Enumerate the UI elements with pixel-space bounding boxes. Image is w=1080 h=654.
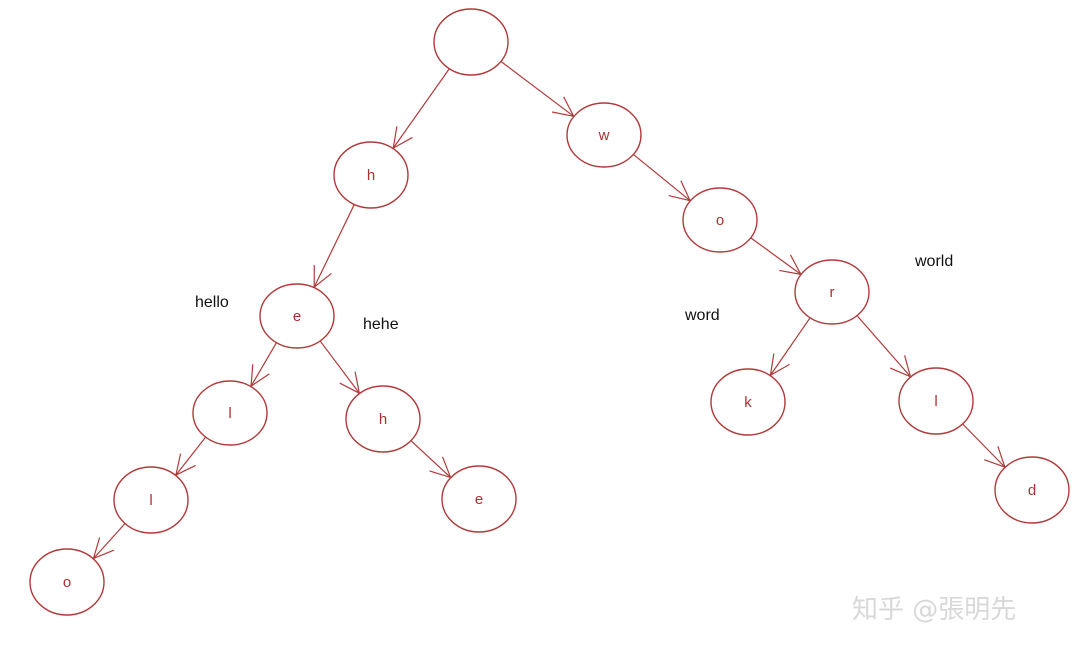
trie-node-h2: h <box>345 385 421 453</box>
trie-node-root <box>433 8 509 76</box>
node-circle <box>710 368 786 436</box>
trie-node-o2: o <box>682 187 758 253</box>
trie-node-e2: e <box>441 465 517 533</box>
edge-h2-e2 <box>410 440 452 479</box>
node-letter: o <box>716 212 724 229</box>
edge-r-k <box>769 317 811 376</box>
edge-l1-l2 <box>175 436 207 476</box>
node-letter: h <box>379 411 387 428</box>
node-letter: r <box>830 284 835 301</box>
trie-node-l3: l <box>898 367 974 435</box>
trie-node-d: d <box>994 456 1070 524</box>
trie-node-e1: e <box>259 283 335 349</box>
trie-node-h1: h <box>333 141 409 209</box>
node-circle <box>259 283 335 349</box>
edge-layer <box>92 60 1006 560</box>
edge-e1-h2 <box>319 340 360 394</box>
trie-node-l1: l <box>192 380 268 446</box>
label-world: world <box>914 253 953 270</box>
node-letter: o <box>63 574 71 591</box>
node-circle <box>794 259 870 325</box>
node-circle <box>29 548 105 616</box>
node-circle <box>333 141 409 209</box>
watermark: 知乎 @張明先 <box>852 595 1016 625</box>
node-letter: e <box>293 308 301 325</box>
edge-root-h1 <box>392 68 450 149</box>
trie-node-o1: o <box>29 548 105 616</box>
edge-r-l3 <box>856 315 912 378</box>
node-circle <box>898 367 974 435</box>
node-letter: l <box>934 393 937 410</box>
node-circle <box>682 187 758 253</box>
edge-e1-l1 <box>250 342 277 387</box>
trie-node-r: r <box>794 259 870 325</box>
edge-h1-e1 <box>313 204 355 288</box>
trie-node-w: w <box>566 102 642 168</box>
edge-o2-r <box>750 237 802 275</box>
node-circle <box>113 466 189 534</box>
node-letter: d <box>1028 482 1036 499</box>
edge-l2-o1 <box>92 523 126 560</box>
node-letter: l <box>228 405 231 422</box>
node-circle <box>566 102 642 168</box>
node-circle <box>345 385 421 453</box>
trie-node-k: k <box>710 368 786 436</box>
trie-node-l2: l <box>113 466 189 534</box>
node-circle <box>192 380 268 446</box>
edge-w-o2 <box>632 153 691 202</box>
node-letter: h <box>367 167 375 184</box>
node-letter: k <box>744 394 752 411</box>
node-circle <box>441 465 517 533</box>
node-letter: w <box>598 127 610 144</box>
label-hehe: hehe <box>363 316 399 333</box>
node-letter: e <box>475 491 483 508</box>
node-circle <box>994 456 1070 524</box>
label-word: word <box>684 307 720 324</box>
edge-root-w <box>500 60 575 117</box>
node-letter: l <box>149 492 152 509</box>
edge-l3-d <box>962 423 1006 468</box>
label-hello: hello <box>195 294 229 311</box>
node-circle <box>433 8 509 76</box>
